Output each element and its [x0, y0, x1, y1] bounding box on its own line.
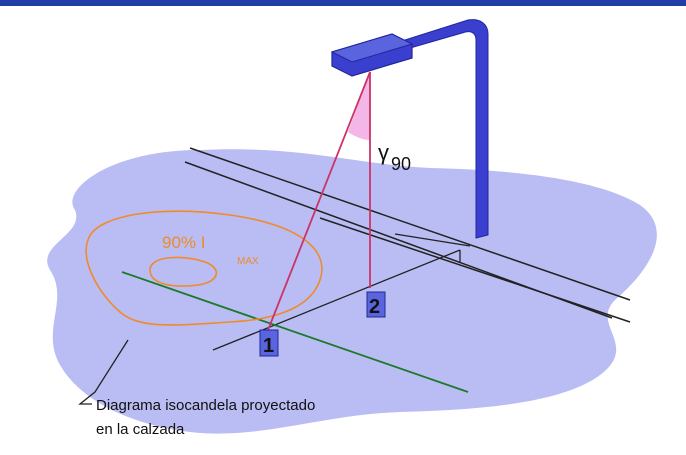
green-reference-line: [121, 271, 469, 393]
point-marker-2: 2: [366, 291, 386, 318]
caption-leader: [78, 339, 129, 405]
angle-wedge: [348, 72, 370, 140]
ground-lines: [212, 233, 471, 351]
angle-symbol: γ: [378, 140, 389, 165]
road-edges: [184, 147, 631, 323]
point-1-label: 1: [263, 335, 274, 357]
point-marker-1: 1: [259, 329, 279, 357]
caption-line-1: Diagrama isocandela proyectado: [96, 397, 315, 414]
road-surface: [47, 149, 657, 434]
luminaire: [330, 33, 414, 77]
caption-line-2: en la calzada: [96, 421, 185, 438]
point-2-label: 2: [369, 296, 380, 318]
top-rule: [0, 0, 686, 6]
beam-lines: [267, 71, 371, 331]
isocandela-label: 90% I: [162, 233, 205, 252]
isocandela-contours: [85, 210, 323, 326]
angle-subscript: 90: [391, 154, 411, 174]
isocandela-subscript: MAX: [237, 256, 259, 267]
lamp-pole: [404, 19, 489, 239]
